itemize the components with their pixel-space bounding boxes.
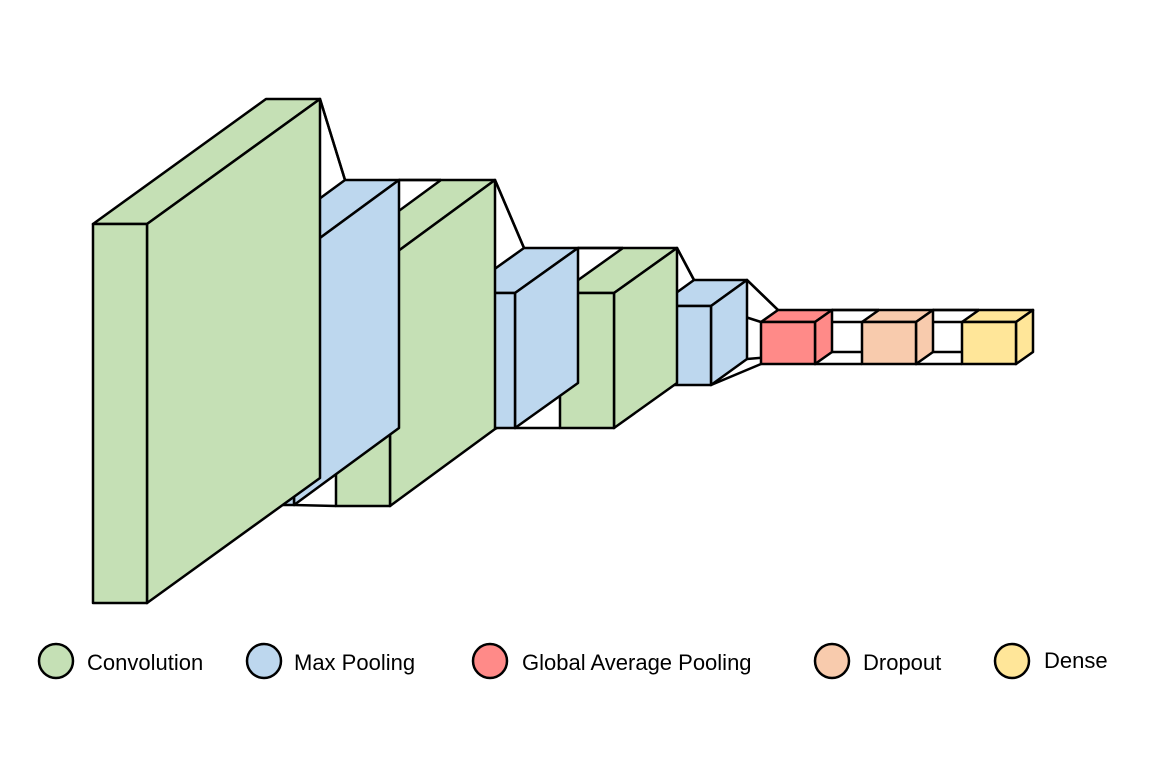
legend-label-dense: Dense xyxy=(1044,648,1108,673)
legend-swatch-global-average-pooling xyxy=(471,642,509,680)
legend-item-dropout: Dropout xyxy=(813,642,941,680)
connector-line xyxy=(746,279,779,311)
connector-line xyxy=(293,503,337,508)
legend-swatch-dense xyxy=(993,642,1031,680)
block-front-face xyxy=(860,320,918,366)
legend-swatch-max-pooling xyxy=(245,642,283,680)
legend-item-global-average-pooling: Global Average Pooling xyxy=(471,642,752,680)
layer-block-convolution xyxy=(558,246,679,430)
legend-item-max-pooling: Max Pooling xyxy=(245,642,415,680)
connector-line xyxy=(493,179,526,249)
layer-blocks xyxy=(91,97,1035,605)
block-front-face xyxy=(91,222,149,605)
legend-item-dense: Dense xyxy=(993,642,1108,680)
legend-label-dropout: Dropout xyxy=(863,650,941,675)
layer-block-dense xyxy=(960,308,1035,366)
legend-swatch-convolution xyxy=(37,642,75,680)
block-front-face xyxy=(960,320,1018,366)
legend-label-convolution: Convolution xyxy=(87,650,203,675)
legend-label-global-average-pooling: Global Average Pooling xyxy=(522,650,752,675)
legend-label-max-pooling: Max Pooling xyxy=(294,650,415,675)
block-front-face xyxy=(759,320,817,366)
connector-line xyxy=(318,98,347,181)
legend: Convolution Max Pooling Global Average P… xyxy=(37,642,1108,680)
connector-line xyxy=(710,362,762,387)
layer-block-convolution xyxy=(91,97,322,605)
legend-swatch-dropout xyxy=(813,642,851,680)
layer-block-global-average-pooling xyxy=(759,308,834,366)
layer-block-dropout xyxy=(860,308,935,366)
legend-item-convolution: Convolution xyxy=(37,642,203,680)
connector-line xyxy=(675,247,696,281)
